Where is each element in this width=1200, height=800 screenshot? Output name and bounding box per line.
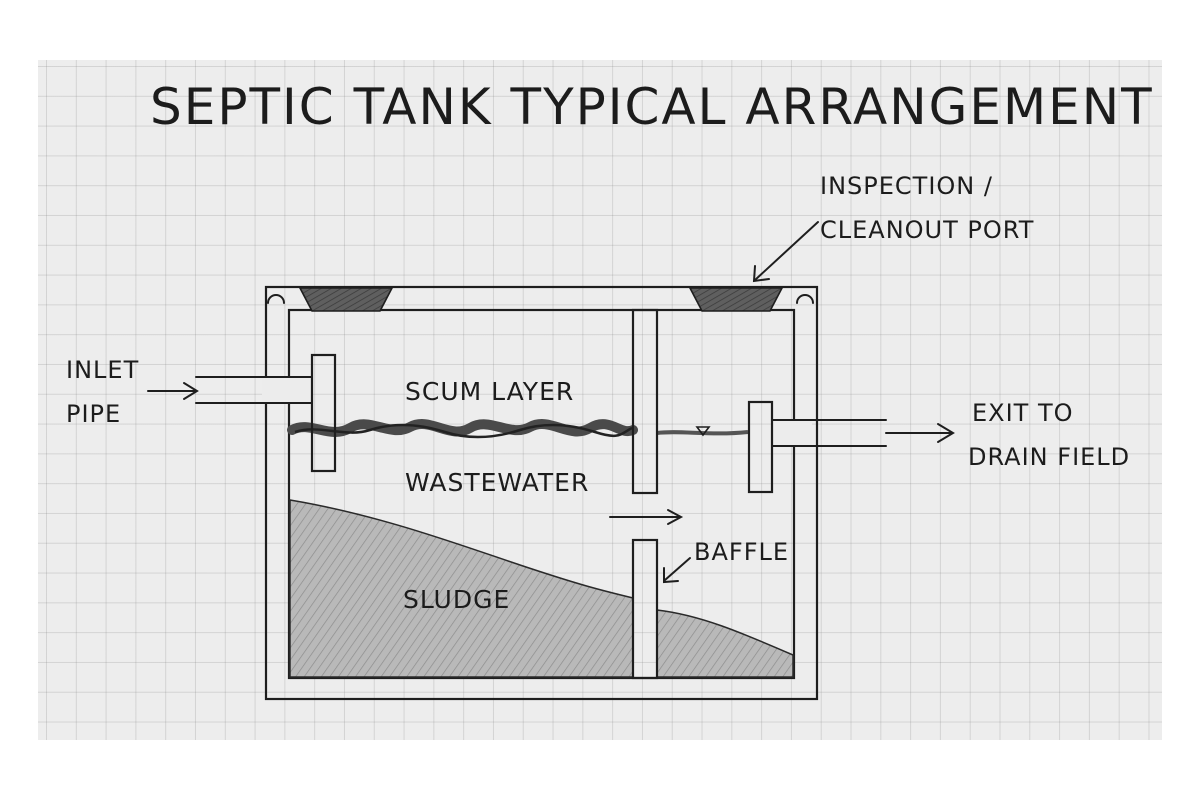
baffle-lower bbox=[631, 538, 659, 680]
water-level-marker bbox=[695, 426, 711, 437]
exit-label-line1: EXIT TO bbox=[972, 399, 1074, 427]
lifting-lug-left bbox=[267, 294, 285, 304]
internal-flow-arrow bbox=[609, 509, 684, 525]
scum-layer-label: SCUM LAYER bbox=[405, 377, 574, 406]
inlet-flow-arrow bbox=[147, 382, 199, 400]
outlet-tee bbox=[747, 400, 774, 494]
baffle-label: BAFFLE bbox=[694, 538, 789, 566]
sludge-left-chamber bbox=[289, 499, 634, 678]
inlet-pipe-label-line1: INLET bbox=[66, 356, 139, 384]
inspection-port-right bbox=[688, 287, 784, 312]
scum-layer bbox=[287, 419, 638, 437]
water-surface-right bbox=[656, 430, 749, 436]
tank-outer-wall bbox=[264, 285, 819, 701]
tank-inner-wall bbox=[287, 308, 796, 680]
outlet-pipe bbox=[747, 400, 887, 494]
baffle-upper bbox=[631, 308, 659, 495]
inspection-pointer-arrow bbox=[752, 221, 819, 283]
inspection-port-left bbox=[298, 287, 394, 312]
scum-layer-texture bbox=[294, 423, 633, 439]
inlet-pipe bbox=[195, 353, 337, 473]
inspection-port-label-line2: CLEANOUT PORT bbox=[820, 216, 1034, 244]
wastewater-label: WASTEWATER bbox=[405, 468, 589, 497]
exit-flow-arrow bbox=[885, 423, 955, 443]
sludge-label: SLUDGE bbox=[403, 585, 510, 614]
inlet-tee bbox=[310, 353, 337, 473]
inspection-port-label-line1: INSPECTION / bbox=[820, 172, 993, 200]
diagram-title: SEPTIC TANK TYPICAL ARRANGEMENT bbox=[150, 78, 1154, 136]
lifting-lug-right bbox=[796, 294, 814, 304]
baffle-pointer-arrow bbox=[663, 557, 691, 584]
tank-body bbox=[264, 285, 819, 701]
sludge-right-chamber bbox=[656, 609, 794, 678]
exit-label-line2: DRAIN FIELD bbox=[968, 443, 1130, 471]
graph-paper-background bbox=[38, 60, 1162, 740]
inlet-pipe-label-line2: PIPE bbox=[66, 400, 121, 428]
